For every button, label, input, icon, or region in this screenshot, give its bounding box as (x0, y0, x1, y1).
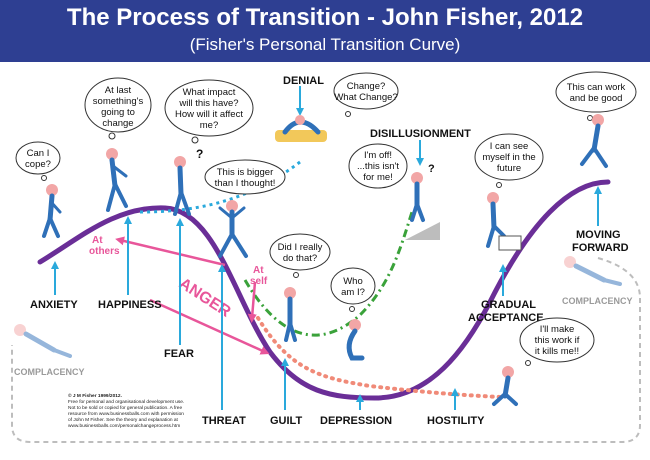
stage-disillusionment: DISILLUSIONMENT (370, 128, 471, 140)
question-mark-icon: ? (196, 147, 203, 161)
bubble-who-am-i-line1: Who (343, 276, 363, 287)
copyright-line5: of John M Fisher. See the theory and exp… (68, 417, 179, 423)
threat-figure (218, 200, 248, 258)
anger-label: ANGER (176, 275, 234, 321)
bubble-make-work-line1: I'll make (540, 324, 575, 335)
stage-guilt: GUILT (270, 415, 302, 427)
happiness-figure (106, 148, 128, 212)
bubble-change-line2: What Change? (334, 92, 397, 103)
thought-bubble-icon: What impact will this have? How will it … (164, 79, 254, 144)
stage-denial: DENIAL (283, 75, 324, 87)
thought-bubble-icon: At last something's going to change (84, 77, 152, 140)
bubble-impact-line2: will this have? (178, 98, 238, 109)
person-figure-icon (14, 114, 622, 406)
bubble-did-i-line2: do that? (283, 253, 317, 264)
bubble-can-see-line2: myself in the (482, 152, 535, 163)
stage-threat: THREAT (202, 415, 246, 427)
bubble-impact-line1: What impact (183, 87, 236, 98)
hostility-dotted-branch (256, 316, 502, 399)
thought-bubble-icon: Change? What Change? (333, 72, 399, 117)
transition-curve (37, 179, 611, 401)
bubble-who-am-i-line2: am I? (341, 287, 365, 298)
thought-bubble-icon: Can I cope? (15, 141, 61, 181)
disillusionment-branch (243, 211, 414, 337)
bubble-make-work-line2: this work if (535, 335, 580, 346)
bubble-at-last-line3: going to (101, 107, 135, 118)
anxiety-figure (42, 184, 62, 238)
bubble-can-cope-line2: cope? (25, 159, 51, 170)
bubble-at-last-line4: change (102, 118, 133, 129)
anger-arrow (149, 298, 270, 355)
complacency-left-figure (14, 324, 72, 358)
bubble-did-i-line1: Did I really (278, 242, 323, 253)
copyright-line4: resource from www.businessballs.com with… (68, 411, 184, 417)
bubble-impact-line4: me? (200, 120, 218, 131)
thought-bubble-icon: This can work and be good (555, 71, 637, 121)
anger-at-others-label-2: others (89, 246, 120, 257)
bubble-make-work-line3: it kills me!! (535, 346, 579, 357)
guilt-figure (284, 287, 297, 342)
acceptance-figure (486, 192, 522, 251)
copyright-line2: Free for personal and organisational dev… (68, 399, 184, 405)
hostility-figure (492, 366, 518, 406)
complacency-right-label: COMPLACENCY (562, 296, 633, 306)
stage-gradual-acceptance-1: GRADUAL (481, 299, 536, 311)
bubble-can-cope-line1: Can I (27, 148, 50, 159)
thought-bubble-icon: This is bigger than I thought! (204, 159, 286, 195)
page-title: The Process of Transition - John Fisher,… (66, 4, 584, 31)
bubble-bigger-line1: This is bigger (217, 167, 274, 178)
title-banner: The Process of Transition - John Fisher,… (0, 0, 650, 62)
anger-at-self-label-1: At (253, 265, 264, 276)
anger-at-self-arrow (247, 281, 257, 323)
complacency-right-figure (564, 256, 622, 286)
complacency-left-label: COMPLACENCY (14, 367, 85, 377)
copyright-notice: © J M Fisher 1999/2012. Free for persona… (68, 392, 184, 429)
bubble-impact-line3: How will it affect (175, 109, 243, 120)
stage-depression: DEPRESSION (320, 415, 392, 427)
stage-moving-forward-1: MOVING (576, 229, 621, 241)
stage-moving-forward-2: FORWARD (572, 242, 629, 254)
page-subtitle: (Fisher's Personal Transition Curve) (189, 35, 461, 54)
bubble-can-see-line1: I can see (490, 141, 529, 152)
stage-arrows (51, 86, 602, 410)
complacency-link-right (597, 257, 641, 299)
moving-forward-figure (580, 114, 608, 168)
complacency-return-loop (11, 298, 641, 443)
stage-hostility: HOSTILITY (427, 415, 485, 427)
bubble-im-off-line1: I'm off! (364, 150, 392, 161)
anger-arrows (115, 236, 270, 355)
bubble-bigger-line2: than I thought! (215, 178, 276, 189)
copyright-line1: © J M Fisher 1999/2012. (68, 392, 122, 399)
fear-figure (173, 156, 191, 216)
bubble-can-see-line3: future (497, 163, 521, 174)
disillusionment-figure (405, 172, 440, 240)
bubble-im-off-line2: ...this isn't (357, 161, 399, 172)
stage-anxiety: ANXIETY (30, 299, 78, 311)
anger-at-others-arrow (115, 236, 226, 267)
bubble-im-off-line3: for me! (363, 172, 393, 183)
bubble-can-work-line2: and be good (570, 93, 623, 104)
stage-fear: FEAR (164, 348, 194, 360)
question-mark-icon: ? (428, 163, 435, 175)
thought-bubble-icon: Did I really do that? (269, 233, 331, 278)
bubble-at-last-line2: something's (93, 96, 144, 107)
stage-happiness: HAPPINESS (98, 299, 162, 311)
copyright-line3: Not to be sold or copied for general pub… (68, 405, 182, 411)
bubble-change-line1: Change? (347, 81, 386, 92)
thought-bubble-icon: I'm off! ...this isn't for me! (348, 143, 408, 189)
anger-at-others-label-1: At (92, 235, 103, 246)
thought-bubble-icon: I'll make this work if it kills me!! (519, 317, 595, 366)
anger-at-self-label-2: self (250, 276, 268, 287)
denial-figure (275, 115, 327, 142)
thought-bubble-icon: I can see myself in the future (474, 133, 544, 188)
bubble-at-last-line1: At last (105, 85, 132, 96)
bubble-can-work-line1: This can work (567, 82, 626, 93)
depression-figure (346, 319, 365, 361)
stage-gradual-acceptance-2: ACCEPTANCE (468, 312, 544, 324)
copyright-line6: www.businessballs.com/personalchangeproc… (68, 423, 180, 429)
thought-bubble-icon: Who am I? (330, 267, 376, 312)
